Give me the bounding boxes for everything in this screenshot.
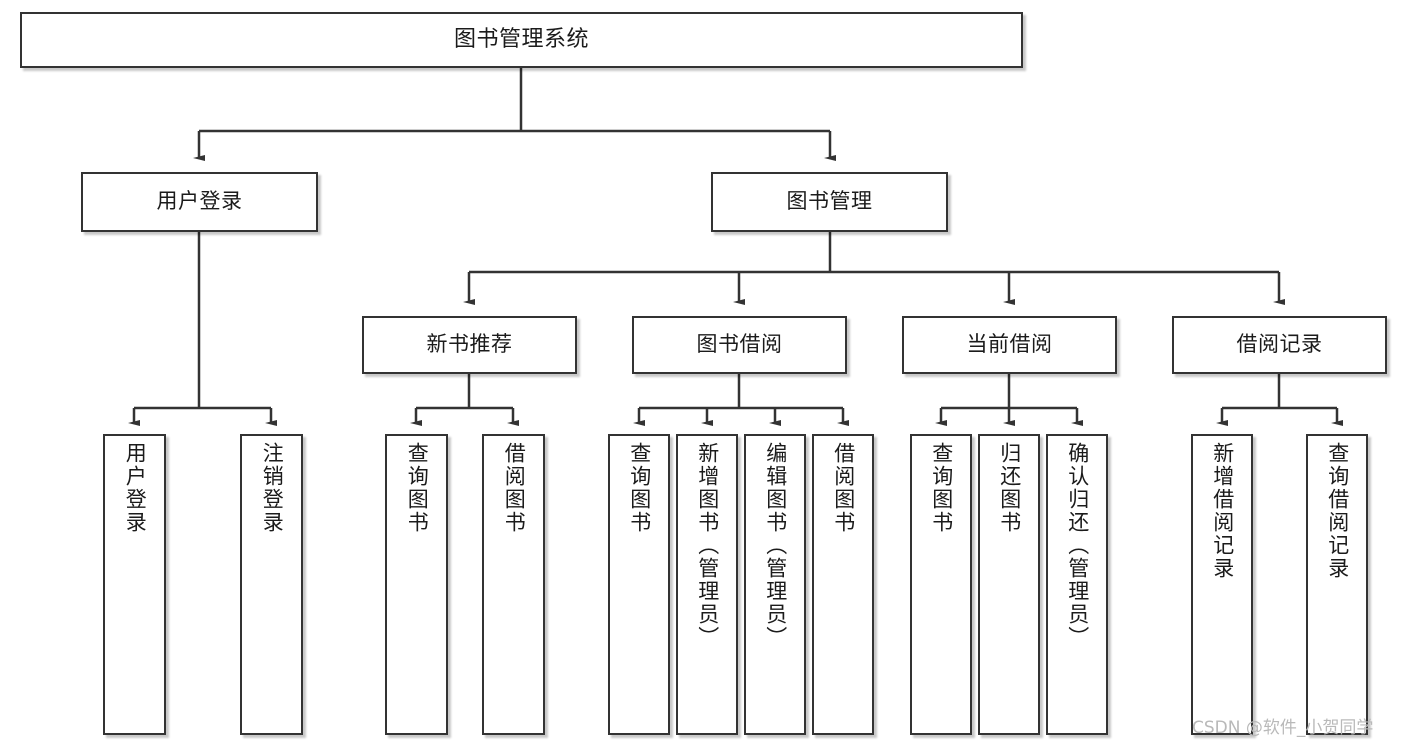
node-leaf-query-borrow-record[interactable]: 查询借阅记录 <box>1306 434 1368 735</box>
node-leaf-query-book-recommend[interactable]: 查询图书 <box>385 434 448 735</box>
node-label: 图书借阅 <box>696 332 783 357</box>
node-new-book-recommend[interactable]: 新书推荐 <box>362 316 577 374</box>
node-label: 图书管理 <box>786 189 873 214</box>
node-leaf-query-book-current[interactable]: 查询图书 <box>910 434 972 735</box>
node-leaf-logout-login[interactable]: 注销登录 <box>240 434 303 735</box>
csdn-watermark: CSDN @软件_小贺同学 <box>1192 718 1374 738</box>
node-leaf-return-book[interactable]: 归还图书 <box>978 434 1040 735</box>
node-label: 借阅图书 <box>502 442 527 534</box>
node-label: 查询借阅记录 <box>1325 442 1350 580</box>
node-leaf-add-book-admin[interactable]: 新增图书（管理员） <box>676 434 738 735</box>
node-leaf-confirm-return-admin[interactable]: 确认归还（管理员） <box>1046 434 1108 735</box>
node-label: 新增图书（管理员） <box>695 442 720 649</box>
node-label: 注销登录 <box>260 442 285 534</box>
node-label: 查询图书 <box>627 442 652 534</box>
node-current-borrow[interactable]: 当前借阅 <box>902 316 1117 374</box>
node-label: 用户登录 <box>123 442 148 534</box>
node-label: 借阅记录 <box>1236 332 1323 357</box>
node-label: 新书推荐 <box>426 332 513 357</box>
node-label: 当前借阅 <box>966 332 1053 357</box>
node-book-borrow[interactable]: 图书借阅 <box>632 316 847 374</box>
node-label: 确认归还（管理员） <box>1065 442 1090 649</box>
node-leaf-query-book-borrow[interactable]: 查询图书 <box>608 434 670 735</box>
node-label: 用户登录 <box>156 189 243 214</box>
node-label: 图书管理系统 <box>453 26 589 52</box>
node-leaf-user-login[interactable]: 用户登录 <box>103 434 166 735</box>
node-borrow-record[interactable]: 借阅记录 <box>1172 316 1387 374</box>
node-leaf-edit-book-admin[interactable]: 编辑图书（管理员） <box>744 434 806 735</box>
node-leaf-borrow-book-recommend[interactable]: 借阅图书 <box>482 434 545 735</box>
node-user-login[interactable]: 用户登录 <box>81 172 318 232</box>
node-leaf-borrow-book[interactable]: 借阅图书 <box>812 434 874 735</box>
node-label: 归还图书 <box>997 442 1022 534</box>
node-label: 查询图书 <box>929 442 954 534</box>
node-label: 编辑图书（管理员） <box>763 442 788 649</box>
node-leaf-add-borrow-record[interactable]: 新增借阅记录 <box>1191 434 1253 735</box>
node-label: 查询图书 <box>405 442 430 534</box>
node-label: 借阅图书 <box>831 442 856 534</box>
node-label: 新增借阅记录 <box>1210 442 1235 580</box>
node-root-system[interactable]: 图书管理系统 <box>20 12 1023 68</box>
node-book-management[interactable]: 图书管理 <box>711 172 948 232</box>
